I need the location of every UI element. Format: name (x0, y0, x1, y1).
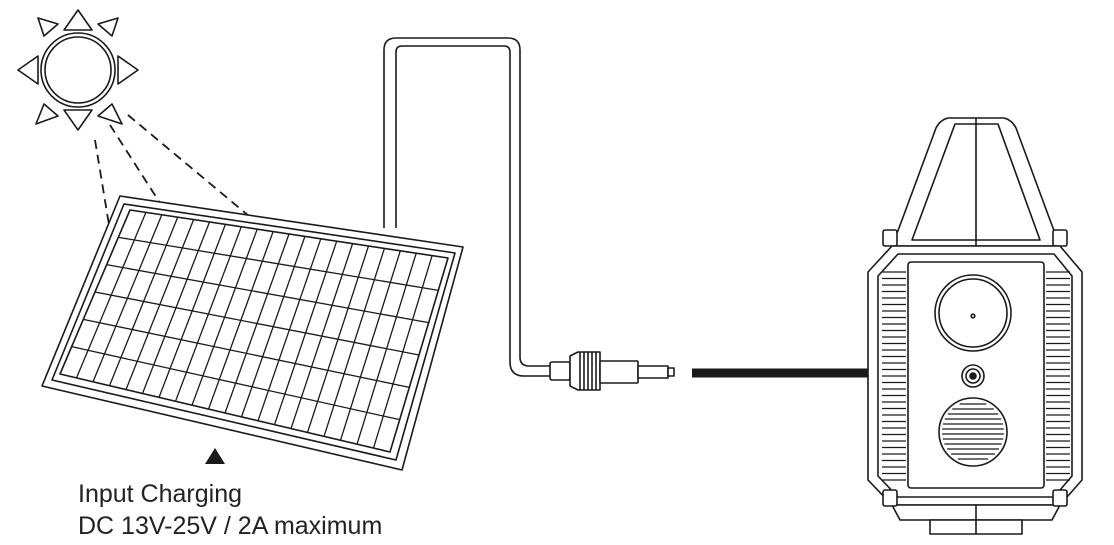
panel-col-line (92, 214, 163, 383)
panel-col-line (356, 253, 417, 445)
pointer-triangle (205, 448, 225, 464)
panel-col-line (306, 245, 370, 433)
panel-col-line (257, 238, 322, 422)
panel-col-line (174, 226, 242, 402)
panel-col-line (224, 233, 290, 414)
caption-line-2: DC 13V-25V / 2A maximum (78, 512, 383, 540)
panel-col-line (125, 219, 195, 390)
dc-cable (383, 37, 553, 377)
panel-col-line (339, 250, 401, 441)
panel-col-line (372, 255, 433, 449)
panel-col-line (207, 231, 274, 410)
panel-col-line (290, 243, 354, 429)
solar-panel (41, 195, 464, 471)
panel-col-line (273, 240, 338, 425)
panel-col-line (191, 228, 258, 406)
panel-col-line (141, 221, 211, 394)
panel-col-line (323, 248, 386, 437)
sun-icon (17, 9, 139, 131)
panel-col-line (158, 224, 227, 398)
caption-line-1: Input Charging (78, 480, 243, 508)
portable-power-station (867, 117, 1083, 535)
panel-col-line (75, 212, 147, 379)
dc-plug (549, 351, 675, 391)
panel-col-line (108, 216, 179, 386)
panel-col-line (240, 236, 306, 418)
